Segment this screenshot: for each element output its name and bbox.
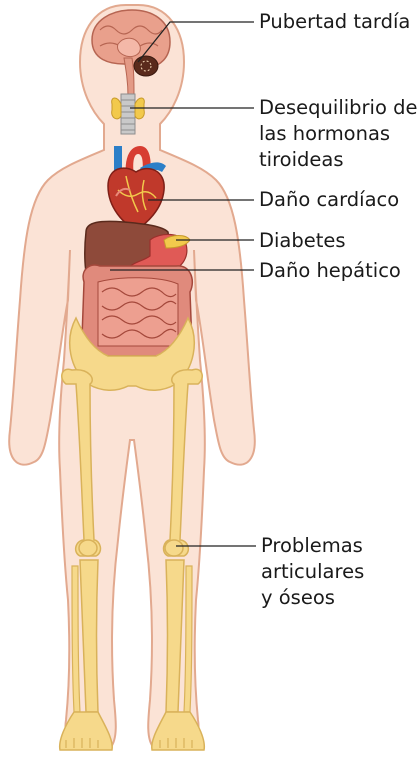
pituitary-pink <box>117 38 140 56</box>
label-dano-cardiaco: Daño cardíaco <box>259 187 399 213</box>
label-cardiaco-text: Daño cardíaco <box>259 187 399 213</box>
label-tiroides: Desequilibrio de las hormonas tiroideas <box>259 95 417 173</box>
label-articulares-line-2: articulares <box>261 559 364 585</box>
left-kneecap <box>79 540 97 556</box>
right-kneecap <box>165 540 183 556</box>
label-hepatico-text: Daño hepático <box>259 258 401 284</box>
label-dano-hepatico: Daño hepático <box>259 258 401 284</box>
label-diabetes: Diabetes <box>259 228 346 254</box>
label-tiroides-line-3: tiroideas <box>259 147 417 173</box>
label-pubertad-tardia: Pubertad tardía <box>259 9 410 35</box>
label-articulares-line-1: Problemas <box>261 533 364 559</box>
label-tiroides-line-1: Desequilibrio de <box>259 95 417 121</box>
label-diabetes-text: Diabetes <box>259 228 346 254</box>
cerebellum <box>134 56 158 76</box>
label-tiroides-line-2: las hormonas <box>259 121 417 147</box>
label-pubertad-text: Pubertad tardía <box>259 9 410 35</box>
label-problemas-articulares: Problemas articulares y óseos <box>261 533 364 611</box>
label-articulares-line-3: y óseos <box>261 585 364 611</box>
